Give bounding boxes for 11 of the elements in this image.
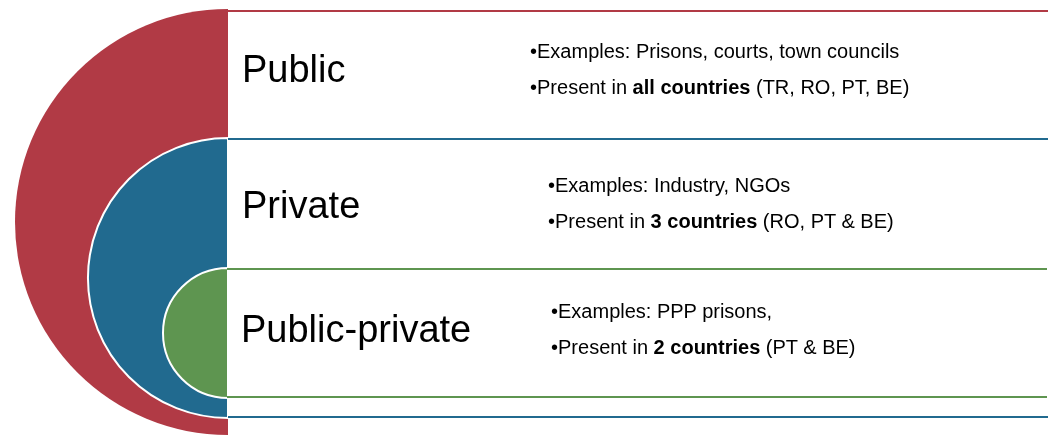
- category-band: [228, 138, 1048, 418]
- bullet-text: •Examples: Industry, NGOs: [548, 174, 791, 197]
- category-band: [227, 268, 1047, 398]
- bullet-text: •Examples: PPP prisons,: [551, 300, 773, 323]
- bullet-text: •Present in all countries (TR, RO, PT, BE): [530, 76, 910, 99]
- band-title: Private: [242, 184, 361, 227]
- bullet-text: •Present in 3 countries (RO, PT & BE): [548, 210, 894, 233]
- band-title: Public: [242, 48, 346, 91]
- bullet-text: •Present in 2 countries (PT & BE): [551, 336, 856, 359]
- band-title: Public-private: [241, 308, 472, 351]
- bullet-text: •Examples: Prisons, courts, town councils: [530, 40, 900, 63]
